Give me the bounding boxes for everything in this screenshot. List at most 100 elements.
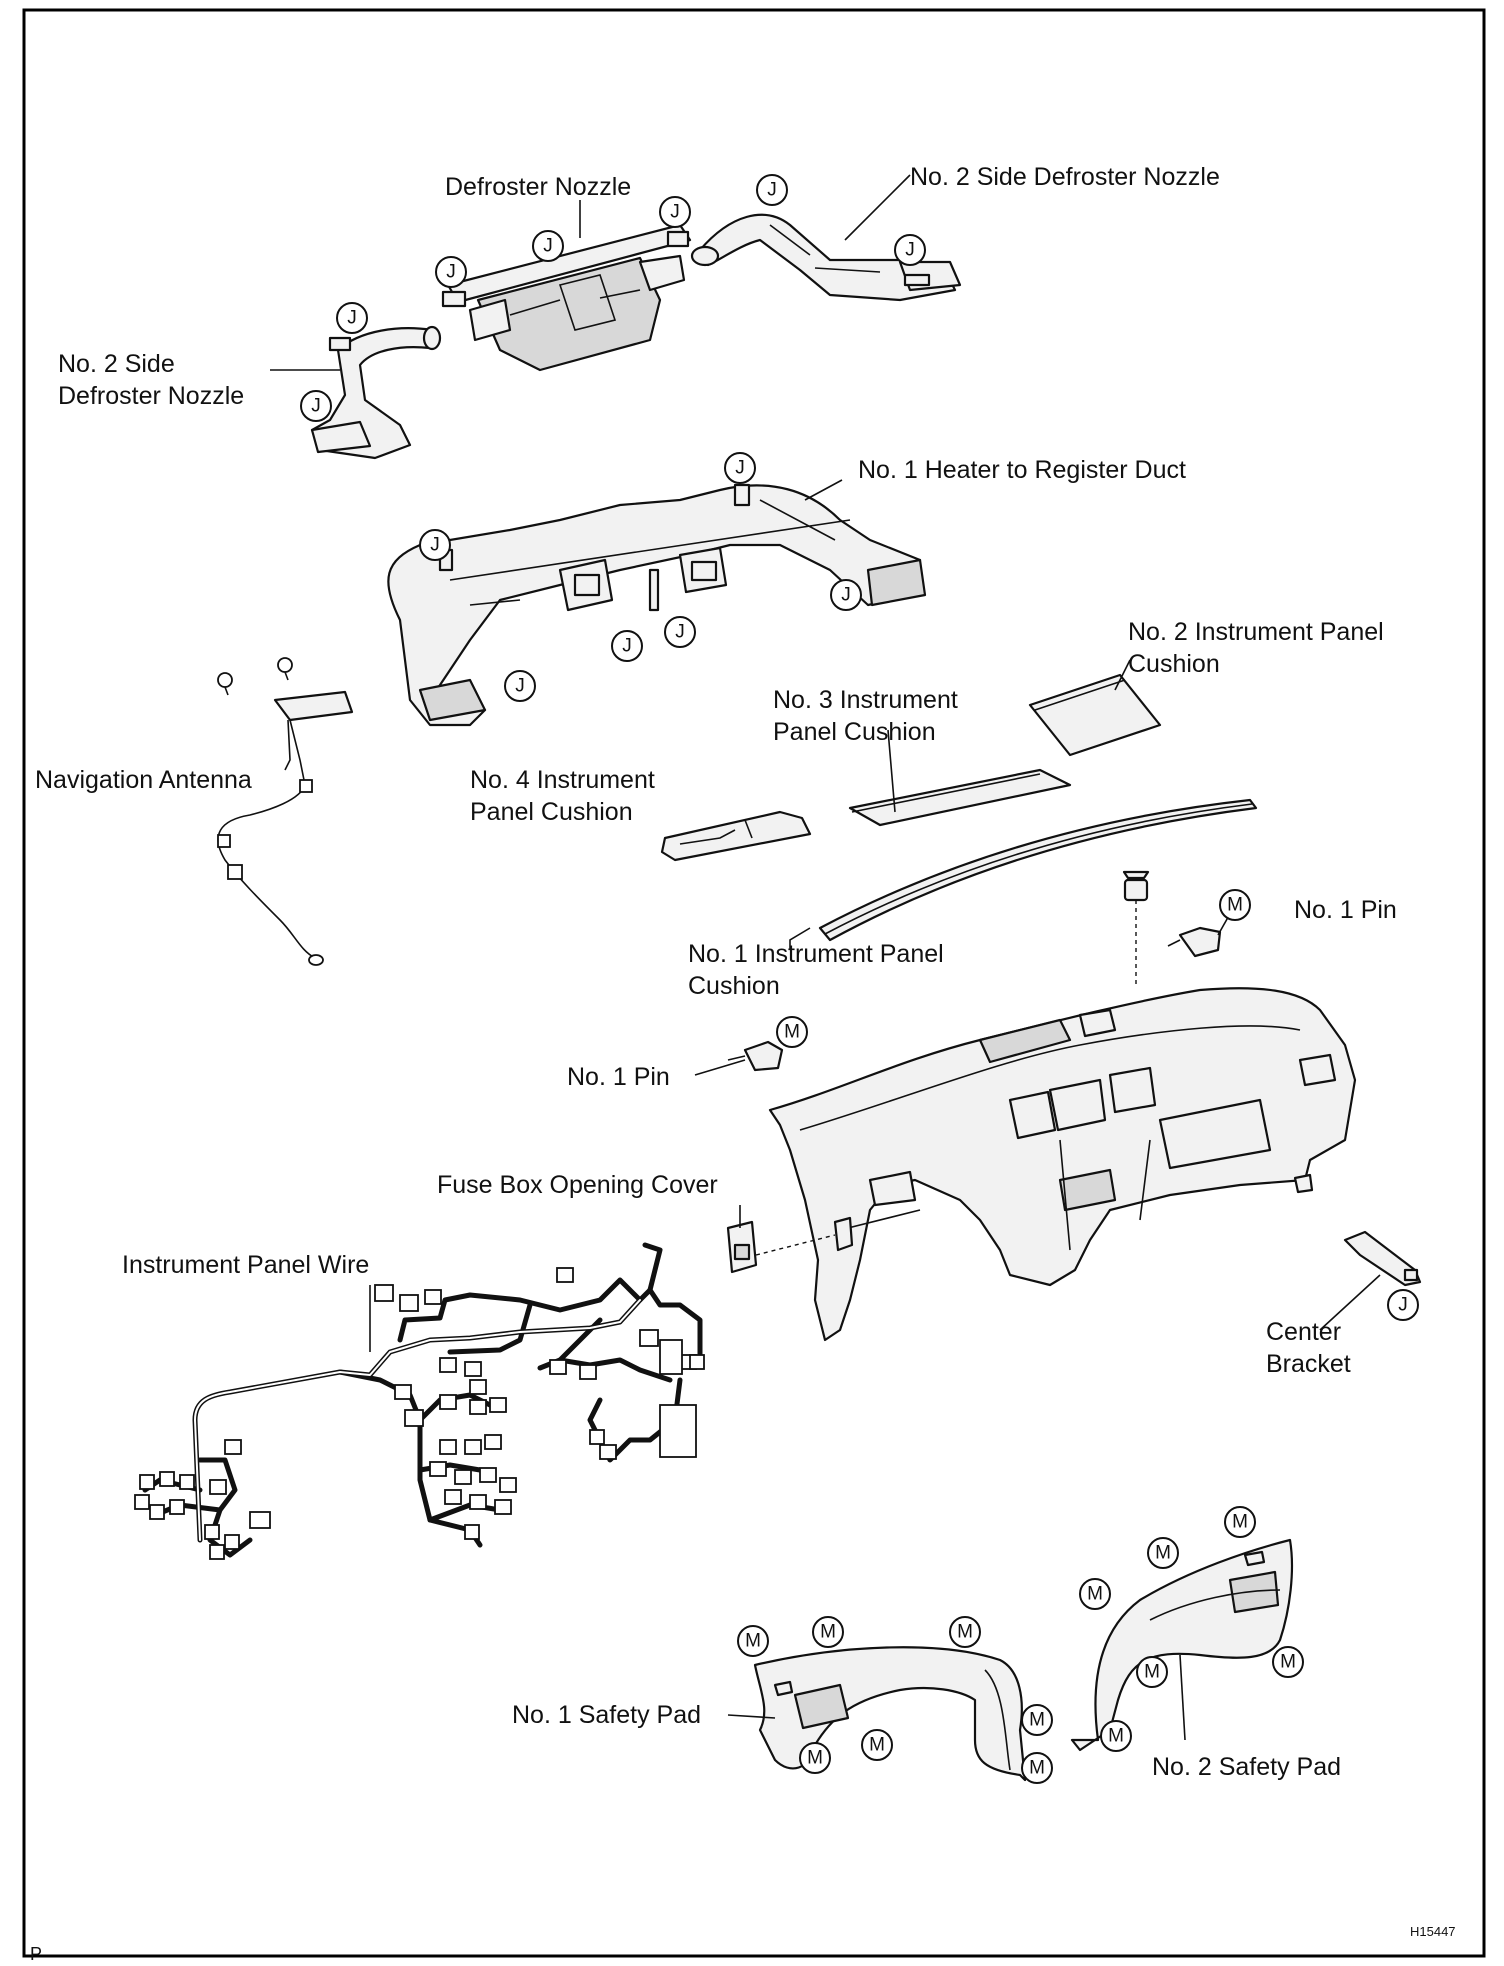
svg-text:M: M: [820, 1622, 836, 1643]
label-no2-safety-pad: No. 2 Safety Pad: [1152, 1753, 1341, 1781]
marker-m: M: [737, 1625, 769, 1657]
marker-m: M: [1100, 1720, 1132, 1752]
label-fuse-box-opening-cover: Fuse Box Opening Cover: [437, 1171, 718, 1199]
label-no3-instrument-panel-cushion: No. 3 Instrument: [773, 686, 958, 714]
no2-side-defroster-nozzle-right: [690, 213, 962, 302]
marker-j: J: [504, 670, 536, 702]
svg-text:J: J: [446, 262, 456, 283]
label-no2-instrument-panel-cushion-2: Cushion: [1128, 650, 1220, 678]
no2-instrument-panel-cushion: [1028, 673, 1162, 757]
svg-text:M: M: [1232, 1512, 1248, 1533]
marker-m: M: [799, 1742, 831, 1774]
instrument-panel-wire: [134, 1242, 705, 1560]
marker-j: J: [724, 452, 756, 484]
label-center-bracket-2: Bracket: [1266, 1350, 1351, 1378]
marker-m: M: [776, 1016, 808, 1048]
diagram-frame: [22, 8, 1486, 1958]
label-no1-instrument-panel-cushion: No. 1 Instrument Panel: [688, 940, 944, 968]
svg-text:J: J: [311, 396, 321, 417]
label-no1-heater-to-register-duct: No. 1 Heater to Register Duct: [858, 456, 1186, 484]
svg-text:J: J: [841, 585, 851, 606]
svg-text:M: M: [1144, 1662, 1160, 1683]
svg-text:M: M: [807, 1748, 823, 1769]
part-labels: Defroster Nozzle No. 2 Side Defroster No…: [35, 163, 1397, 1781]
svg-text:M: M: [784, 1022, 800, 1043]
label-no2-side-defroster-nozzle-right: No. 2 Side Defroster Nozzle: [910, 163, 1220, 191]
no2-side-defroster-nozzle-left: [310, 325, 442, 460]
marker-j: J: [894, 234, 926, 266]
no1-safety-pad: [753, 1646, 1027, 1782]
label-no4-instrument-panel-cushion: No. 4 Instrument: [470, 766, 655, 794]
j-markers: J J J J J J J J J J J J J J: [300, 174, 1419, 1321]
label-no4-instrument-panel-cushion-2: Panel Cushion: [470, 798, 633, 826]
instrument-panel: [768, 987, 1357, 1342]
svg-text:J: J: [543, 236, 553, 257]
no4-instrument-panel-cushion: [660, 810, 812, 862]
marker-m: M: [1219, 889, 1251, 921]
fuse-box-opening-cover: [726, 1216, 854, 1274]
svg-text:J: J: [622, 636, 632, 657]
marker-m: M: [1147, 1537, 1179, 1569]
marker-j: J: [756, 174, 788, 206]
label-no1-safety-pad: No. 1 Safety Pad: [512, 1701, 701, 1729]
svg-text:M: M: [1280, 1652, 1296, 1673]
marker-j: J: [435, 256, 467, 288]
svg-text:J: J: [430, 535, 440, 556]
label-instrument-panel-wire: Instrument Panel Wire: [122, 1251, 369, 1279]
svg-text:J: J: [515, 676, 525, 697]
no1-instrument-panel-cushion: [818, 798, 1258, 942]
svg-text:M: M: [1227, 895, 1243, 916]
svg-text:J: J: [735, 458, 745, 479]
label-no2-side-defroster-nozzle-left-2: Defroster Nozzle: [58, 382, 244, 410]
svg-text:M: M: [1155, 1543, 1171, 1564]
marker-m: M: [1021, 1704, 1053, 1736]
marker-m: M: [861, 1729, 893, 1761]
svg-text:M: M: [1087, 1584, 1103, 1605]
svg-text:J: J: [670, 202, 680, 223]
svg-text:J: J: [905, 240, 915, 261]
marker-m: M: [812, 1616, 844, 1648]
svg-text:J: J: [675, 622, 685, 643]
svg-text:M: M: [869, 1735, 885, 1756]
marker-m: M: [1136, 1656, 1168, 1688]
marker-j: J: [830, 579, 862, 611]
label-navigation-antenna: Navigation Antenna: [35, 766, 252, 794]
svg-text:M: M: [745, 1631, 761, 1652]
m-markers: M M M M M M M M M M M M M M M: [737, 889, 1304, 1784]
label-no1-instrument-panel-cushion-2: Cushion: [688, 972, 780, 1000]
label-no2-side-defroster-nozzle-left: No. 2 Side: [58, 350, 175, 378]
marker-j: J: [300, 390, 332, 422]
label-no1-pin-left: No. 1 Pin: [567, 1063, 670, 1091]
label-defroster-nozzle: Defroster Nozzle: [445, 173, 631, 201]
no1-pin-right: [1122, 870, 1222, 985]
center-bracket: [1343, 1230, 1422, 1287]
svg-text:J: J: [1398, 1295, 1408, 1316]
marker-j: J: [1387, 1289, 1419, 1321]
label-no2-instrument-panel-cushion: No. 2 Instrument Panel: [1128, 618, 1384, 646]
svg-text:M: M: [957, 1622, 973, 1643]
no3-instrument-panel-cushion: [848, 768, 1072, 827]
marker-m: M: [949, 1616, 981, 1648]
svg-text:M: M: [1029, 1758, 1045, 1779]
footer-left-code: P: [30, 1944, 42, 1964]
svg-text:M: M: [1108, 1726, 1124, 1747]
no2-safety-pad: [1070, 1538, 1294, 1752]
no1-pin-left: [727, 1040, 784, 1072]
marker-j: J: [419, 529, 451, 561]
svg-text:J: J: [347, 308, 357, 329]
label-center-bracket: Center: [1266, 1318, 1341, 1346]
svg-text:J: J: [767, 180, 777, 201]
navigation-antenna: [217, 657, 354, 966]
leader-lines: [270, 174, 1381, 1741]
marker-m: M: [1021, 1752, 1053, 1784]
svg-text:M: M: [1029, 1710, 1045, 1731]
marker-j: J: [336, 302, 368, 334]
marker-m: M: [1272, 1646, 1304, 1678]
marker-j: J: [664, 616, 696, 648]
marker-m: M: [1224, 1506, 1256, 1538]
marker-j: J: [532, 230, 564, 262]
label-no3-instrument-panel-cushion-2: Panel Cushion: [773, 718, 936, 746]
marker-j: J: [659, 196, 691, 228]
marker-j: J: [611, 630, 643, 662]
